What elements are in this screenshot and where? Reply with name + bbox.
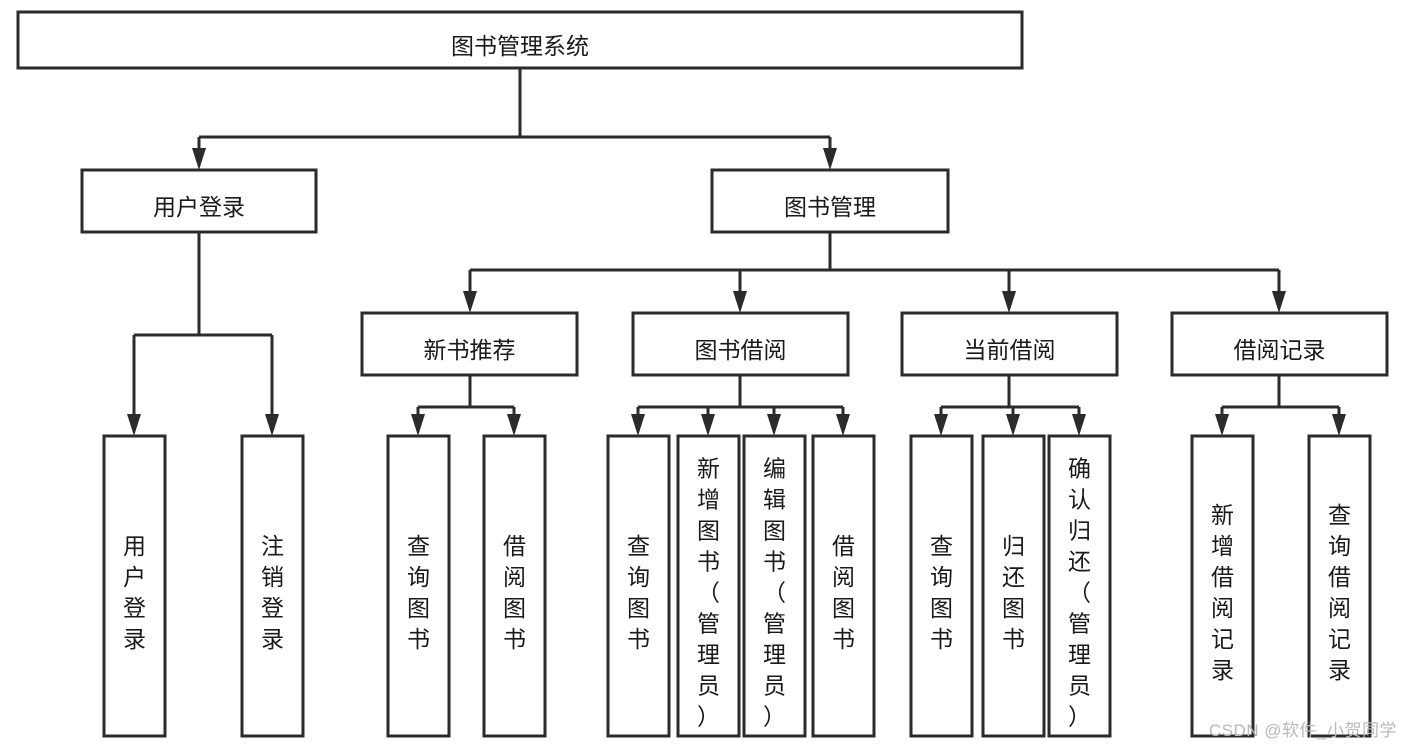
- node-box: [482, 434, 547, 738]
- node-label: 借阅图书: [832, 533, 855, 652]
- node-label: 查询图书: [407, 533, 430, 652]
- connectors-layer: [127, 68, 1346, 436]
- connector-group-records-to-leaves: [1220, 375, 1341, 416]
- arrow-head-icon: [823, 148, 837, 170]
- node-box: [909, 434, 974, 738]
- node-leaf-3[interactable]: 借阅图书: [482, 434, 547, 738]
- node-root-0[interactable]: 图书管理系统: [16, 10, 1024, 70]
- node-leaf-0[interactable]: 用户登录: [102, 434, 167, 738]
- arrow-head-icon: [1215, 414, 1229, 436]
- node-box: [710, 168, 950, 234]
- node-leaf-4[interactable]: 查询图书: [606, 434, 671, 738]
- node-leaf-2[interactable]: 查询图书: [386, 434, 451, 738]
- arrow-head-icon: [1072, 414, 1086, 436]
- connector-group-book-mgmt-to-level3: [468, 232, 1281, 293]
- arrow-head-icon: [127, 414, 141, 436]
- node-leaf-5[interactable]: 新增图书（管理员）: [676, 434, 741, 738]
- arrow-head-icon: [1002, 291, 1016, 313]
- node-label: 图书管理: [784, 194, 876, 220]
- node-label: 确认归还（管理员）: [1068, 456, 1091, 730]
- node-label: 图书管理系统: [451, 33, 589, 59]
- node-box: [1047, 434, 1112, 738]
- connector-group-borrow-to-leaves: [636, 375, 845, 416]
- arrow-head-icon: [463, 291, 477, 313]
- arrow-head-icon: [733, 291, 747, 313]
- nodes-layer: 图书管理系统用户登录图书管理新书推荐图书借阅当前借阅借阅记录用户登录注销登录查询…: [16, 10, 1389, 738]
- node-leaf-11[interactable]: 新增借阅记录: [1190, 434, 1255, 738]
- connector-group-root-to-level2: [197, 68, 832, 150]
- node-label: 查询图书: [930, 533, 953, 652]
- node-label: 用户登录: [123, 533, 146, 652]
- node-leaf-9[interactable]: 归还图书: [981, 434, 1046, 738]
- node-label: 归还图书: [1002, 533, 1025, 652]
- arrow-head-icon: [411, 414, 425, 436]
- watermark-label: CSDN @软件_小贺同学: [1208, 721, 1397, 740]
- node-level3-2[interactable]: 当前借阅: [900, 311, 1119, 377]
- node-box: [16, 10, 1024, 70]
- node-level3-1[interactable]: 图书借阅: [631, 311, 850, 377]
- arrow-head-icon: [836, 414, 850, 436]
- node-label: 当前借阅: [964, 337, 1056, 363]
- node-level3-0[interactable]: 新书推荐: [360, 311, 579, 377]
- node-box: [1170, 311, 1389, 377]
- node-box: [360, 311, 579, 377]
- node-level3-3[interactable]: 借阅记录: [1170, 311, 1389, 377]
- node-box: [742, 434, 807, 738]
- node-box: [102, 434, 167, 738]
- arrow-head-icon: [265, 414, 279, 436]
- node-box: [1190, 434, 1255, 738]
- node-box: [900, 311, 1119, 377]
- connector-group-user-login-to-leaves: [132, 232, 274, 416]
- node-level2-0[interactable]: 用户登录: [80, 168, 318, 234]
- node-leaf-7[interactable]: 借阅图书: [811, 434, 876, 738]
- arrow-head-icon: [1332, 414, 1346, 436]
- node-leaf-12[interactable]: 查询借阅记录: [1307, 434, 1372, 738]
- node-leaf-6[interactable]: 编辑图书（管理员）: [742, 434, 807, 738]
- connector-group-current-to-leaves: [939, 375, 1081, 416]
- node-box: [981, 434, 1046, 738]
- node-label: 新书推荐: [424, 337, 516, 363]
- node-label: 查询图书: [627, 533, 650, 652]
- node-box: [386, 434, 451, 738]
- node-box: [811, 434, 876, 738]
- node-label: 注销登录: [261, 533, 284, 652]
- node-box: [1307, 434, 1372, 738]
- arrow-head-icon: [1272, 291, 1286, 313]
- node-box: [631, 311, 850, 377]
- node-label: 编辑图书（管理员）: [763, 456, 786, 730]
- node-label: 查询借阅记录: [1328, 502, 1351, 683]
- node-label: 借阅图书: [503, 533, 526, 652]
- node-label: 借阅记录: [1234, 337, 1326, 363]
- arrow-head-icon: [701, 414, 715, 436]
- arrow-head-icon: [934, 414, 948, 436]
- node-label: 新增借阅记录: [1211, 502, 1234, 683]
- arrow-head-icon: [192, 148, 206, 170]
- node-level2-1[interactable]: 图书管理: [710, 168, 950, 234]
- node-box: [240, 434, 305, 738]
- node-label: 用户登录: [153, 194, 245, 220]
- arrow-head-icon: [507, 414, 521, 436]
- node-box: [606, 434, 671, 738]
- arrow-head-icon: [1006, 414, 1020, 436]
- node-leaf-1[interactable]: 注销登录: [240, 434, 305, 738]
- node-leaf-8[interactable]: 查询图书: [909, 434, 974, 738]
- arrow-head-icon: [767, 414, 781, 436]
- node-box: [80, 168, 318, 234]
- connector-group-new-books-to-leaves: [416, 375, 516, 416]
- node-label: 新增图书（管理员）: [697, 456, 720, 730]
- node-label: 图书借阅: [695, 337, 787, 363]
- node-box: [676, 434, 741, 738]
- node-leaf-10[interactable]: 确认归还（管理员）: [1047, 434, 1112, 738]
- arrow-head-icon: [631, 414, 645, 436]
